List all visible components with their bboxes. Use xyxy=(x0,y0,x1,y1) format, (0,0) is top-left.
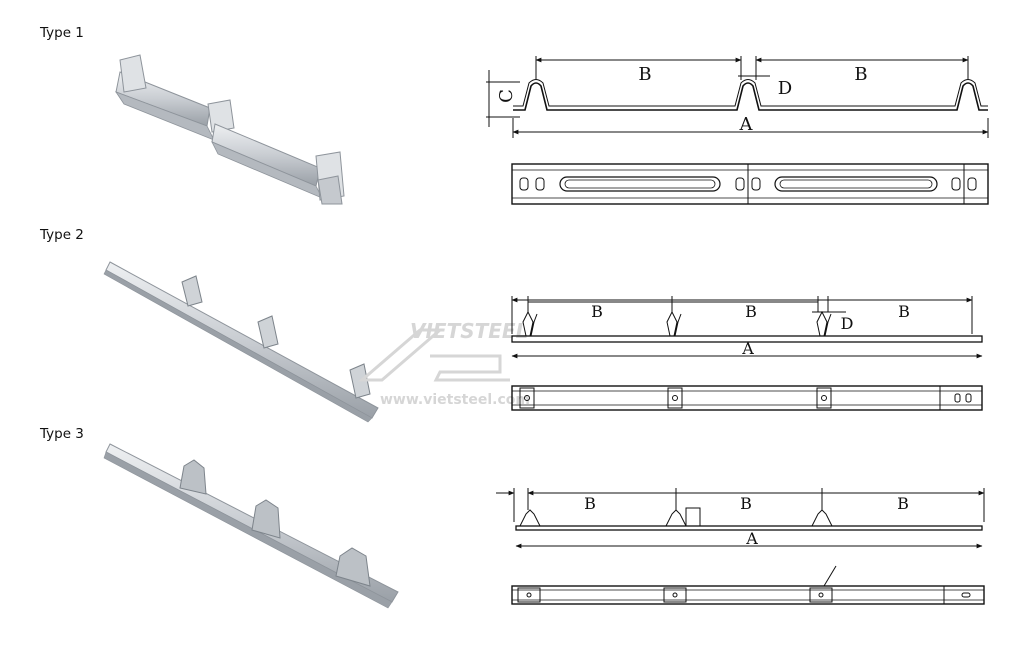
type-1-dim-b2: B xyxy=(854,64,867,85)
type-3-profile xyxy=(496,488,985,549)
type-3-render xyxy=(103,443,399,609)
type-2-top-view xyxy=(511,385,983,411)
type-1-profile xyxy=(486,56,989,138)
type-2-dim-b3: B xyxy=(898,302,910,321)
type-2-render xyxy=(103,261,379,423)
type-1-dim-a: A xyxy=(739,114,754,135)
type-1-dim-c: C xyxy=(496,89,517,103)
type-2-label: Type 2 xyxy=(40,227,84,243)
type-2-dim-a: A xyxy=(741,339,754,358)
watermark-brand: VIETSTEEL xyxy=(410,319,528,343)
type-3-dim-b1: B xyxy=(584,494,596,513)
type-3-dim-b2: B xyxy=(740,494,752,513)
type-2-dim-b2: B xyxy=(745,302,757,321)
type-2-profile xyxy=(511,296,983,359)
vietsteel-watermark: VIETSTEEL www.vietsteel.com xyxy=(357,319,530,408)
type-3-dim-b3: B xyxy=(897,494,909,513)
type-1-top-view xyxy=(511,163,989,205)
type-3-dim-a: A xyxy=(745,529,758,548)
type-3-label: Type 3 xyxy=(40,426,84,442)
type-1-label: Type 1 xyxy=(40,25,84,41)
watermark-url: www.vietsteel.com xyxy=(380,392,530,408)
type-2-dim-d: D xyxy=(841,314,854,333)
type-3-top-view xyxy=(511,565,985,605)
type-1-dim-d: D xyxy=(778,78,792,99)
type-1-render xyxy=(114,54,345,205)
type-1-dim-b1: B xyxy=(638,64,651,85)
type-2-dim-b1: B xyxy=(591,302,603,321)
